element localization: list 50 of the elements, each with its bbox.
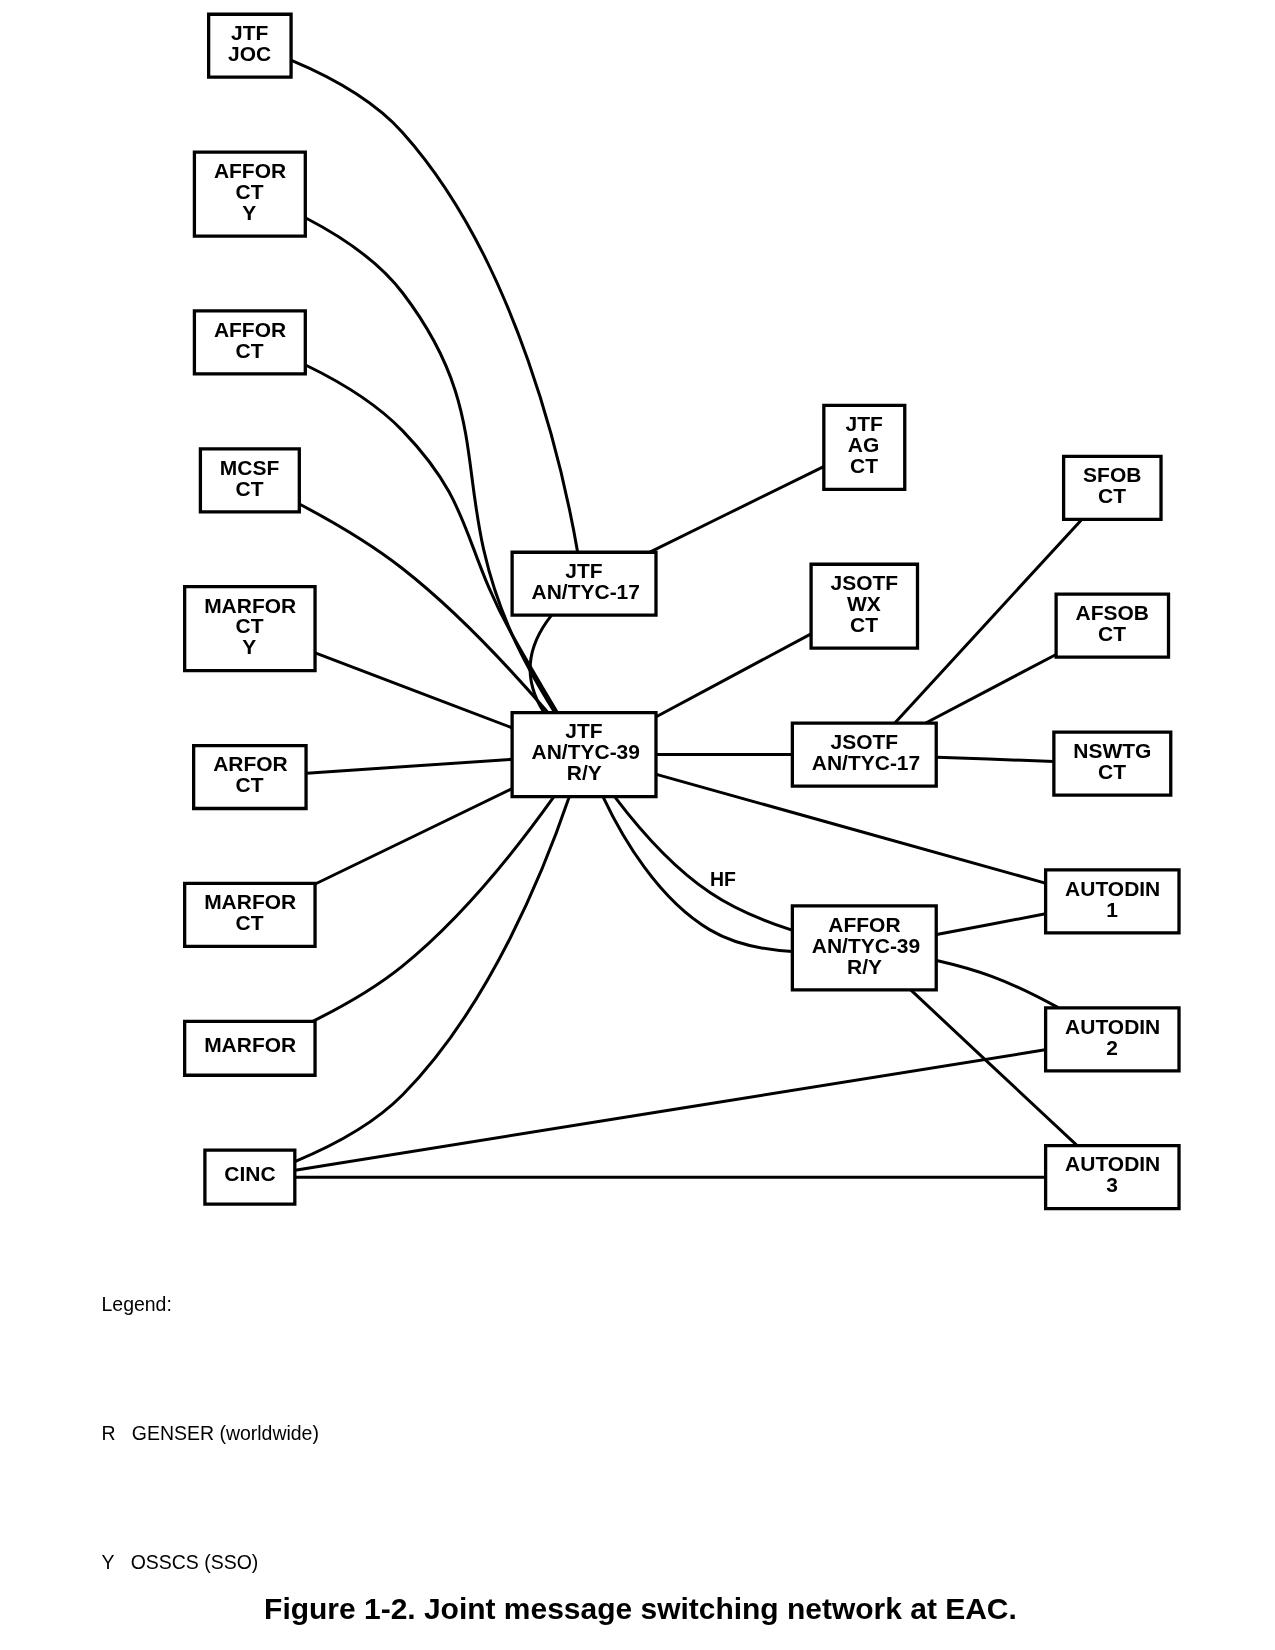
node-box: AFSOB CT xyxy=(1053,592,1170,659)
node-box: AFFOR AN/TYC-39 R/Y xyxy=(790,904,938,992)
connector xyxy=(306,757,512,775)
connector xyxy=(648,465,824,554)
connector xyxy=(314,651,513,730)
node-box: MCSF CT xyxy=(198,447,301,514)
connector xyxy=(293,796,571,1163)
node-box: JSOTF AN/TYC-17 xyxy=(790,721,938,788)
connector xyxy=(311,795,555,1023)
label: R GENSER (worldwide) xyxy=(100,1422,319,1445)
connector xyxy=(290,59,579,553)
node-box: ARFOR CT xyxy=(191,743,308,811)
connector xyxy=(909,988,1078,1147)
connector xyxy=(655,772,1046,885)
connector xyxy=(304,363,558,713)
node-box: JTF AN/TYC-17 xyxy=(509,550,658,617)
connector xyxy=(936,755,1054,763)
node-box: AUTODIN 2 xyxy=(1043,1006,1181,1073)
connector xyxy=(893,518,1083,724)
node-box: SFOB CT xyxy=(1061,454,1163,521)
connector xyxy=(601,796,792,953)
node-box: CINC xyxy=(202,1148,296,1206)
label: Y OSSCS (SSO) xyxy=(100,1550,258,1573)
connector xyxy=(294,1048,1045,1172)
edge-label: HF xyxy=(709,867,736,890)
node-box: JSOTF WX CT xyxy=(808,562,919,650)
node-box: AFFOR CT Y xyxy=(192,150,307,238)
connector xyxy=(935,912,1046,936)
node-box: NSWTG CT xyxy=(1051,730,1172,797)
connector xyxy=(298,502,549,714)
connector xyxy=(613,796,792,932)
connector xyxy=(528,614,553,714)
node-box: AUTODIN 3 xyxy=(1043,1144,1181,1211)
connector xyxy=(924,653,1057,725)
node-box: AFFOR CT xyxy=(192,309,307,376)
node-box: MARFOR xyxy=(182,1019,317,1077)
connector xyxy=(314,787,513,886)
connector xyxy=(304,216,556,714)
caption: Figure 1-2. Joint message switching network at EAC. xyxy=(263,1592,1017,1626)
node-box: MARFOR CT xyxy=(182,881,317,949)
node-box: JTF JOC xyxy=(206,12,293,79)
connector xyxy=(655,632,812,719)
node-box: JTF AN/TYC-39 R/Y xyxy=(509,710,658,799)
node-box: MARFOR CT Y xyxy=(182,585,317,673)
connector xyxy=(655,753,792,757)
label: Legend: xyxy=(100,1293,172,1316)
node-box: JTF AG CT xyxy=(821,403,906,491)
connector xyxy=(294,1175,1045,1179)
node-box: AUTODIN 1 xyxy=(1043,868,1181,935)
connector xyxy=(935,959,1059,1009)
